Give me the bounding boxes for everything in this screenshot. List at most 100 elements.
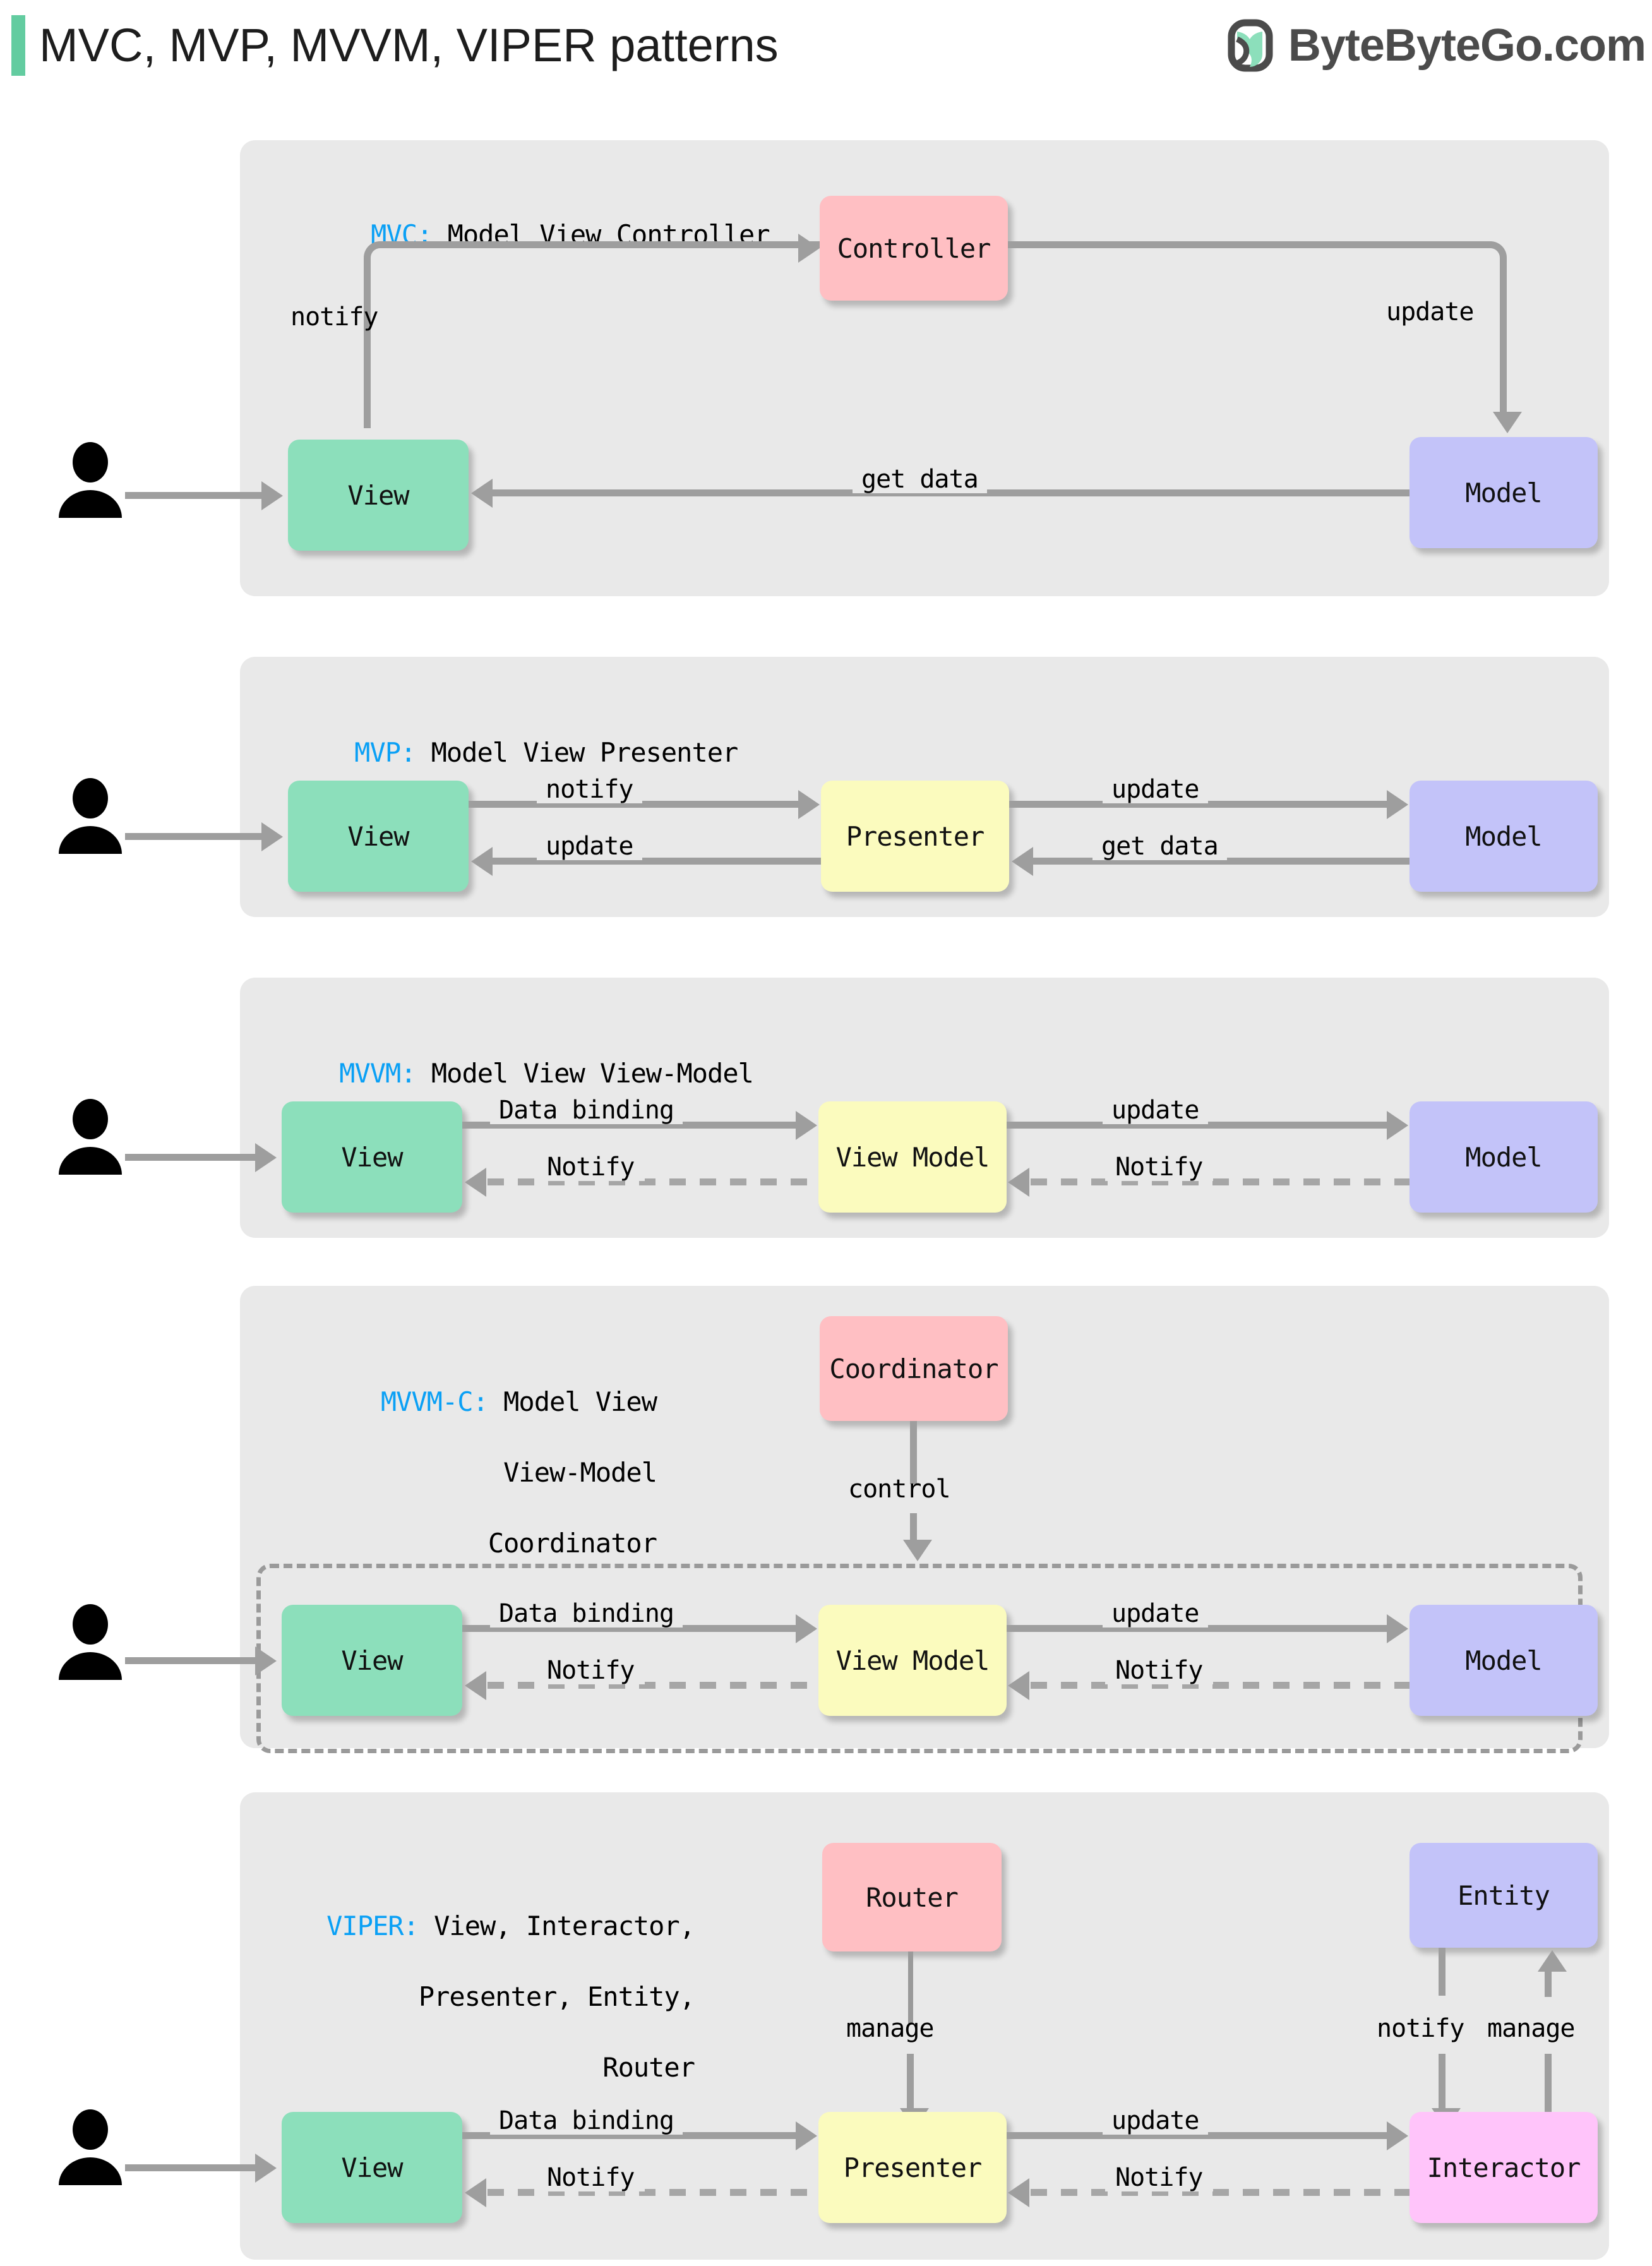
node-view[interactable]: View [282,2112,462,2223]
edge-interactor-to-entity-arrowhead [1538,1950,1567,1972]
edge-view-to-presenter-arrowhead [796,2121,817,2150]
person-icon [59,778,122,854]
edge-label-notify-left: Notify [537,2164,645,2191]
title-accent-bar [11,15,25,76]
edge-label-get-data: get data [1092,832,1227,860]
edge-label-notify-right: Notify [1105,2164,1213,2191]
edge-interactor-to-presenter-arrowhead [1008,2178,1029,2207]
panel-mvp-title: MVP: Model View Presenter [293,700,738,806]
edge-viewmodel-to-view [488,1178,820,1185]
node-presenter[interactable]: Presenter [818,2112,1007,2223]
node-model[interactable]: Model [1410,781,1598,892]
user-avatar-mvvmc [56,1604,125,1680]
panel-mvvmc-title-line1: Model View [488,1386,657,1417]
edge-model-to-presenter [1033,858,1410,865]
node-view-model[interactable]: View Model [818,1605,1007,1716]
edge-presenter-to-interactor-arrowhead [1387,2121,1408,2150]
edge-label-update: update [1103,1600,1208,1628]
node-model[interactable]: Model [1410,1101,1598,1213]
edge-viewmodel-to-model-arrowhead [1387,1111,1408,1140]
edge-presenter-to-model-arrowhead [1387,790,1408,819]
edge-label-data-binding: Data binding [490,2107,683,2135]
person-icon [59,2109,122,2185]
node-view-model[interactable]: View Model [818,1101,1007,1213]
person-icon [59,1099,122,1175]
panel-viper-title-line2: Presenter, Entity, [418,1981,695,2012]
edge-presenter-to-view-arrowhead [465,2178,486,2207]
edge-user-to-view [125,1154,256,1161]
edge-user-to-view-arrowhead [255,1646,277,1676]
edge-controller-to-model-stem [1500,330,1507,419]
panel-mvvmc: MVVM-C: Model View View-Model Coordinato… [125,1286,1609,1753]
edge-coordinator-stem [910,1421,917,1484]
user-avatar-mvvm [56,1099,125,1175]
node-view[interactable]: View [282,1101,462,1213]
panel-mvvmc-title-line2: View-Model [503,1457,657,1488]
edge-controller-to-model-elbow [1008,241,1507,336]
edge-model-to-view-arrowhead [471,479,493,508]
edge-view-to-controller-elbow [364,241,820,428]
edge-view-to-viewmodel-arrowhead [796,1111,817,1140]
edge-label-data-binding: Data binding [490,1096,683,1124]
page-title: MVC, MVP, MVVM, VIPER patterns [39,19,779,71]
edge-viewmodel-to-view [488,1682,820,1689]
edge-label-notify-right: Notify [1105,1657,1213,1684]
brand-name: ByteByteGo.com [1288,20,1646,71]
edge-label-update: update [537,832,642,860]
edge-interactor-to-entity-stem-2 [1545,2054,1552,2112]
panel-mvp-title-text: Model View Presenter [416,737,739,768]
edge-view-to-controller-arrowhead [798,234,820,263]
edge-viewmodel-to-model [1007,1122,1388,1129]
node-interactor[interactable]: Interactor [1410,2112,1598,2223]
panel-mvvm: MVVM: Model View View-Model View View Mo… [125,978,1609,1238]
edge-label-update: update [1103,1096,1208,1124]
edge-model-to-presenter-arrowhead [1012,847,1033,876]
edge-view-to-viewmodel [462,1122,797,1129]
edge-user-to-view-arrowhead [255,1143,277,1172]
edge-model-to-viewmodel-arrowhead [1008,1671,1029,1700]
edge-label-notify-right: Notify [1105,1153,1213,1181]
edge-view-to-viewmodel [462,1625,797,1632]
bytebytego-leaf-icon [1228,19,1273,72]
node-router[interactable]: Router [822,1843,1002,1951]
user-avatar-viper [56,2109,125,2185]
edge-presenter-to-view-arrowhead [471,847,493,876]
panel-mvvmc-title-line3: Coordinator [488,1528,657,1559]
edge-label-update: update [1386,297,1474,327]
edge-label-control: control [848,1475,951,1504]
node-view[interactable]: View [288,781,469,892]
edge-coordinator-arrowhead [903,1540,932,1561]
edge-label-notify-left: Notify [537,1657,645,1684]
edge-user-to-view [125,833,263,840]
edge-user-to-view-arrowhead [261,481,283,510]
edge-label-data-binding: Data binding [490,1600,683,1628]
edge-view-to-presenter [469,801,799,808]
edge-user-to-view [125,2164,256,2171]
edge-controller-to-model-arrowhead [1493,412,1522,433]
edge-label-update: update [1103,2107,1208,2135]
node-view[interactable]: View [282,1605,462,1716]
edge-label-notify-entity: notify [1377,2014,1464,2043]
edge-router-stem-2 [907,2054,914,2112]
node-view[interactable]: View [288,440,469,551]
edge-label-notify: notify [290,303,378,332]
node-model[interactable]: Model [1410,437,1598,548]
edge-viewmodel-to-view-arrowhead [465,1671,486,1700]
panel-viper-key: VIPER: [326,1910,419,1941]
edge-viewmodel-to-model-arrowhead [1387,1614,1408,1643]
edge-coordinator-stem-2 [910,1513,917,1544]
panel-viper-title: VIPER: View, Interactor, Presenter, Enti… [259,1873,695,2121]
edge-presenter-to-interactor [1007,2132,1388,2139]
node-controller[interactable]: Controller [820,196,1008,301]
edge-model-to-viewmodel [1031,1682,1410,1689]
edge-user-to-view-arrowhead [261,822,283,851]
node-coordinator[interactable]: Coordinator [820,1316,1008,1421]
edge-user-to-view-arrowhead [255,2154,277,2183]
edge-label-manage-entity: manage [1487,2014,1575,2043]
panel-mvvm-key: MVVM: [339,1058,416,1089]
node-presenter[interactable]: Presenter [821,781,1009,892]
edge-label-manage-router: manage [846,2014,934,2043]
edge-label-notify: notify [537,776,642,803]
node-entity[interactable]: Entity [1410,1843,1598,1948]
node-model[interactable]: Model [1410,1605,1598,1716]
